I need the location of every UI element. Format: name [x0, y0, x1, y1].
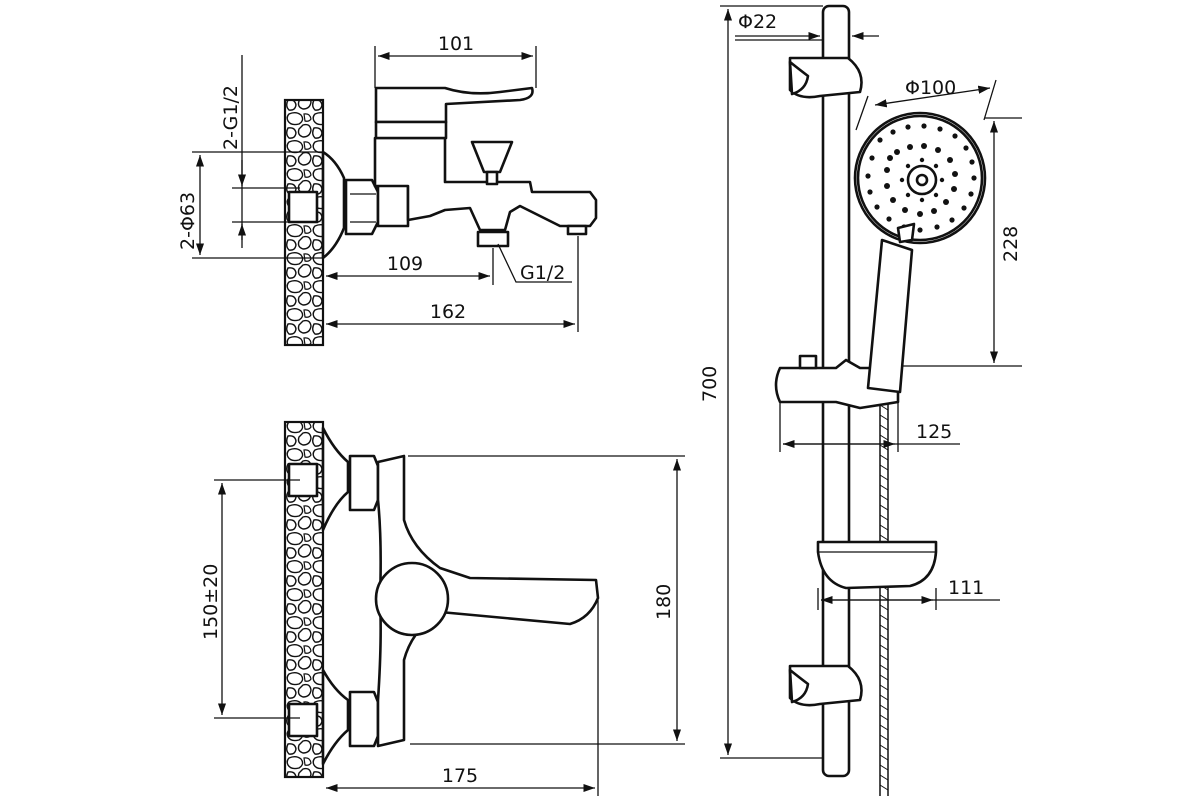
dim-111: 111	[948, 577, 984, 599]
dim-150-20: 150±20	[200, 564, 222, 640]
shower-rail-set: Φ22 Φ100 228 700 125 111	[699, 4, 1022, 796]
dim-125: 125	[916, 421, 952, 443]
mixer-side-view: 101 2-G1/2 2-Φ63 109 G1/2 162	[177, 33, 598, 347]
dim-700: 700	[699, 366, 721, 402]
mixer-front-view: 150±20 180 175	[200, 420, 685, 796]
dim-175: 175	[442, 765, 478, 787]
dim-outlet-g1-2: G1/2	[520, 262, 565, 284]
dim-162: 162	[430, 301, 466, 323]
dim-phi22: Φ22	[738, 11, 777, 33]
dim-101: 101	[438, 33, 474, 55]
soap-dish	[816, 540, 938, 590]
dim-228: 228	[1000, 226, 1022, 262]
shower-head	[853, 111, 987, 245]
dim-phi100: Φ100	[905, 77, 956, 99]
dim-180: 180	[653, 584, 675, 620]
dim-2-g1-2: 2-G1/2	[220, 85, 242, 150]
dim-109: 109	[387, 253, 423, 275]
dim-2-phi63: 2-Φ63	[177, 192, 199, 250]
